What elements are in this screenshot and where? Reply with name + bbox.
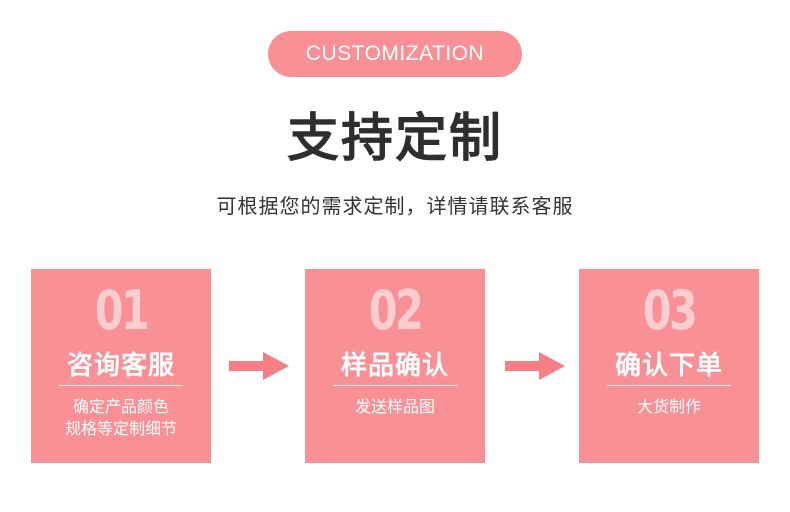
step-description-line: 规格等定制细节 — [64, 419, 177, 438]
page-subtitle: 可根据您的需求定制，详情请联系客服 — [216, 194, 574, 218]
step-description: 确定产品颜色 规格等定制细节 — [31, 396, 211, 440]
step-card-3: 03 确认下单 大货制作 — [579, 269, 759, 463]
step-description: 发送样品图 — [305, 396, 485, 418]
step-number: 03 — [642, 279, 698, 342]
step-title: 样品确认 — [340, 351, 449, 381]
badge-label: CUSTOMIZATION — [305, 42, 485, 65]
customization-badge: CUSTOMIZATION — [268, 31, 522, 77]
step-description-line: 发送样品图 — [354, 397, 435, 416]
step-divider — [607, 385, 731, 386]
step-title: 咨询客服 — [66, 351, 175, 381]
step-divider — [333, 385, 457, 386]
step-card-1: 01 咨询客服 确定产品颜色 规格等定制细节 — [31, 269, 211, 463]
step-title: 确认下单 — [614, 351, 723, 381]
step-description-line: 大货制作 — [636, 397, 701, 416]
arrow-right-icon — [229, 352, 289, 380]
step-number: 02 — [368, 279, 424, 342]
arrow-right-icon — [505, 352, 565, 380]
step-divider — [59, 385, 183, 386]
page-title: 支持定制 — [286, 109, 503, 169]
step-description-line: 确定产品颜色 — [72, 397, 169, 416]
step-description: 大货制作 — [579, 396, 759, 418]
step-card-2: 02 样品确认 发送样品图 — [305, 269, 485, 463]
step-number: 01 — [94, 279, 150, 342]
